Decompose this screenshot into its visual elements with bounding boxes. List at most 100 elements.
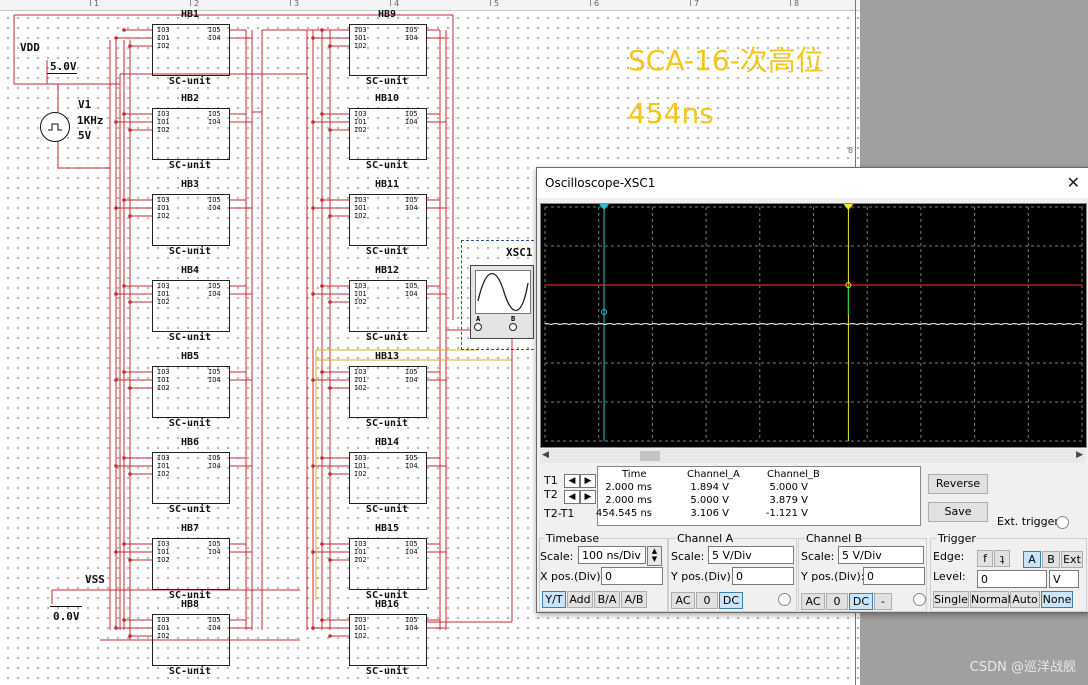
sc-unit-block[interactable]	[349, 614, 427, 666]
sc-unit-block[interactable]	[152, 366, 230, 418]
sc-unit-block[interactable]	[152, 108, 230, 160]
sc-unit-block[interactable]	[152, 614, 230, 666]
trigger-level-unit[interactable]: V	[1049, 570, 1079, 588]
timebase-mode-button-3[interactable]: A/B	[621, 591, 647, 608]
unit-pin-label: IO2	[157, 556, 170, 564]
channel-a-ypos-input[interactable]: 0	[732, 567, 794, 585]
sc-unit-block[interactable]	[349, 194, 427, 246]
timebase-xpos-input[interactable]: 0	[601, 567, 663, 585]
unit-pin-label: IO1	[354, 548, 367, 556]
sc-unit-block[interactable]	[349, 452, 427, 504]
t1-right-arrow-icon[interactable]: ▶	[580, 474, 596, 488]
trigger-mode-button-3[interactable]: None	[1041, 591, 1073, 608]
junction-dot	[328, 128, 332, 132]
display-background	[541, 204, 1086, 447]
trigger-source-button-2[interactable]: Ext	[1061, 551, 1083, 568]
time-scrollbar[interactable]: ◀ ▶	[540, 449, 1085, 463]
oscilloscope-display[interactable]	[540, 203, 1087, 448]
trigger-edge-button-1[interactable]: ʇ	[994, 550, 1010, 567]
scroll-right-icon[interactable]: ▶	[1076, 450, 1083, 460]
junction-dot	[128, 214, 132, 218]
sc-unit-block[interactable]	[349, 366, 427, 418]
unit-type-label: SC-unit	[365, 666, 409, 677]
trigger-mode-button-0[interactable]: Single	[933, 591, 969, 608]
timebase-spinner[interactable]: ▲▼	[647, 546, 662, 566]
channel-a-coupling-button-2[interactable]: DC	[719, 592, 743, 609]
junction-dot	[320, 198, 324, 202]
junction-dot	[328, 634, 332, 638]
sc-unit-block[interactable]	[152, 452, 230, 504]
channel-a-scale-label: Scale:	[671, 550, 705, 563]
channel-a-coupling-button-1[interactable]: 0	[696, 592, 718, 609]
save-button[interactable]: Save	[928, 502, 988, 522]
unit-pin-label: IO1	[157, 290, 170, 298]
channel-a-terminal[interactable]	[778, 593, 791, 606]
unit-pin-label: IO1	[354, 624, 367, 632]
xsc-label: XSC1	[506, 246, 533, 259]
oscilloscope-window[interactable]: Oscilloscope-XSC1 ✕ ◀ ▶ T1 T2 T2-T1 ◀ ▶ …	[536, 167, 1088, 613]
channel-b-ypos-input[interactable]: 0	[863, 567, 925, 585]
unit-pin-label: IO4	[208, 290, 221, 298]
timebase-mode-button-2[interactable]: B/A	[594, 591, 620, 608]
trigger-source-button-1[interactable]: B	[1042, 551, 1060, 568]
scroll-left-icon[interactable]: ◀	[542, 450, 549, 460]
sc-unit-block[interactable]	[349, 280, 427, 332]
reverse-button[interactable]: Reverse	[928, 474, 988, 494]
channel-a-ypos-label: Y pos.(Div):	[671, 570, 735, 583]
timebase-scale-input[interactable]: 100 ns/Div	[578, 546, 646, 564]
timebase-mode-button-0[interactable]: Y/T	[542, 591, 566, 608]
probe-a-terminal[interactable]	[474, 323, 482, 331]
ext-trigger-terminal[interactable]	[1056, 516, 1069, 529]
unit-pin-label: IO3	[354, 454, 367, 462]
junction-dot	[320, 542, 324, 546]
sc-unit-block[interactable]	[349, 538, 427, 590]
junction-dot	[320, 618, 324, 622]
t2-left-arrow-icon[interactable]: ◀	[564, 490, 580, 504]
channel-b-coupling-button-0[interactable]: AC	[801, 593, 825, 610]
channel-a-scale-input[interactable]: 5 V/Div	[708, 546, 794, 564]
unit-pin-label: IO5	[208, 540, 221, 548]
unit-pin-label: IO2	[354, 298, 367, 306]
t1-left-arrow-icon[interactable]: ◀	[564, 474, 580, 488]
unit-name: HB5	[180, 351, 200, 362]
ruler-tick	[390, 0, 391, 6]
channel-b-ypos-label: Y pos.(Div):	[801, 570, 865, 583]
trigger-edge-button-0[interactable]: f	[977, 550, 993, 567]
channel-b-terminal[interactable]	[913, 593, 926, 606]
sc-unit-block[interactable]	[349, 24, 427, 76]
t1-label: T1	[544, 474, 558, 487]
unit-name: HB14	[374, 437, 400, 448]
close-icon[interactable]: ✕	[1066, 173, 1080, 192]
unit-pin-label: IO4	[405, 34, 418, 42]
channel-b-scale-input[interactable]: 5 V/Div	[838, 546, 924, 564]
sc-unit-block[interactable]	[152, 194, 230, 246]
sc-unit-block[interactable]	[152, 24, 230, 76]
pulse-source-icon[interactable]	[40, 112, 70, 142]
sc-unit-block[interactable]	[152, 280, 230, 332]
oscilloscope-title-bar[interactable]: Oscilloscope-XSC1 ✕	[537, 168, 1088, 198]
junction-dot	[114, 120, 118, 124]
t2-right-arrow-icon[interactable]: ▶	[580, 490, 596, 504]
channel-b-coupling-button-3[interactable]: -	[874, 593, 892, 610]
unit-pin-label: IO5	[208, 616, 221, 624]
scroll-thumb[interactable]	[640, 451, 660, 461]
probe-b-terminal[interactable]	[509, 323, 517, 331]
trigger-mode-button-2[interactable]: Auto	[1010, 591, 1040, 608]
trigger-mode-button-1[interactable]: Normal	[970, 591, 1011, 608]
sc-unit-block[interactable]	[349, 108, 427, 160]
trigger-level-input[interactable]: 0	[977, 570, 1047, 588]
trigger-source-button-0[interactable]: A	[1023, 551, 1041, 568]
channel-b-coupling-button-2[interactable]: DC	[849, 593, 873, 610]
sc-unit-block[interactable]	[152, 538, 230, 590]
timebase-mode-button-1[interactable]: Add	[567, 591, 593, 608]
oscilloscope-symbol[interactable]: XSC1 A B	[461, 240, 539, 350]
unit-pin-label: IO5	[405, 282, 418, 290]
channel-b-coupling-button-1[interactable]: 0	[826, 593, 848, 610]
unit-name: HB15	[374, 523, 400, 534]
unit-pin-label: IO4	[208, 624, 221, 632]
unit-pin-label: IO4	[208, 34, 221, 42]
ruler-tick	[590, 0, 591, 6]
channel-a-coupling-button-0[interactable]: AC	[671, 592, 695, 609]
unit-pin-label: IO1	[157, 462, 170, 470]
junction-dot	[122, 618, 126, 622]
